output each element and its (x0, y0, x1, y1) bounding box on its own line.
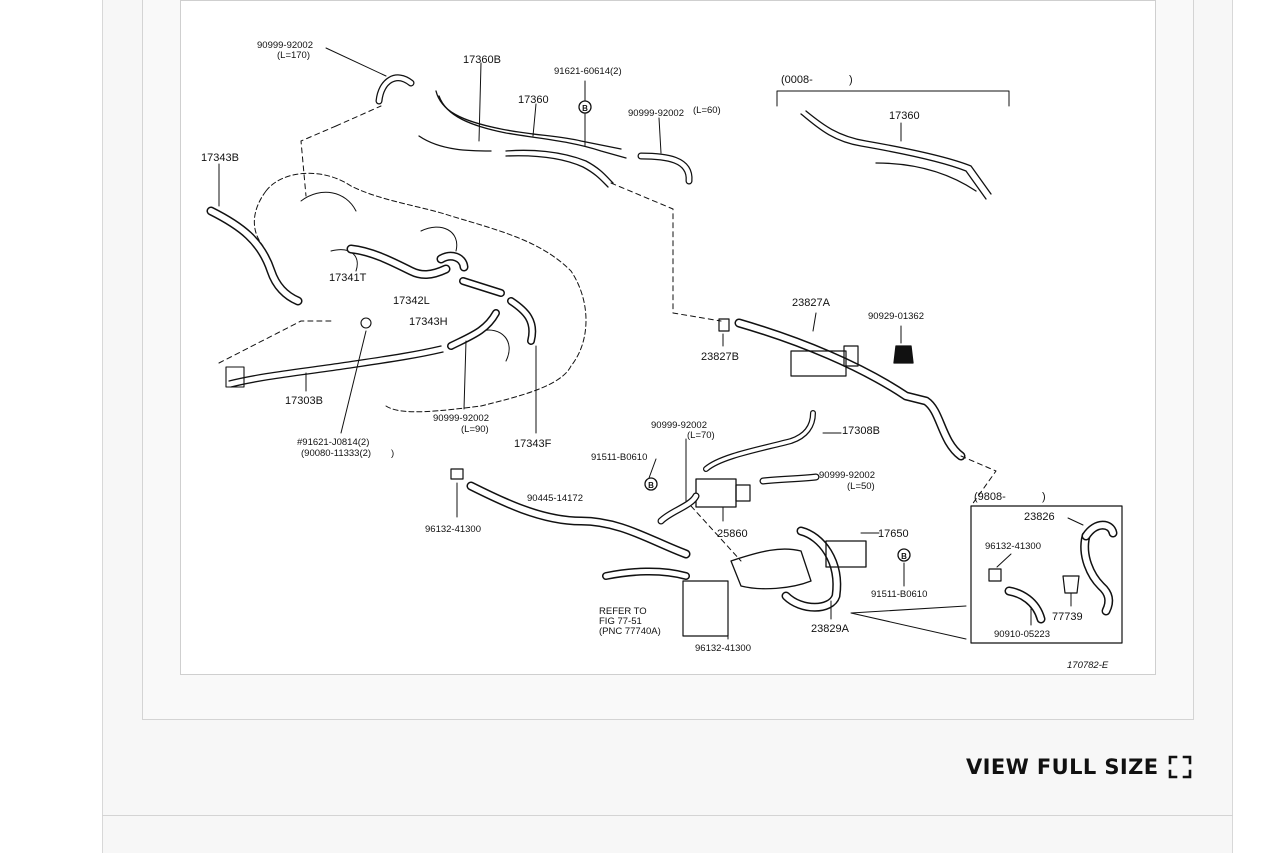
vsv-17650 (825, 540, 867, 568)
callout-9808: (9808- (974, 491, 1006, 503)
view-full-size-label: VIEW FULL SIZE (966, 755, 1159, 779)
callout-refer-to: REFER TO (599, 606, 647, 617)
callout-17650: 17650 (878, 528, 909, 540)
callout-25860: 25860 (717, 528, 748, 540)
vsv-bracket (790, 350, 847, 377)
svg-text:): ) (391, 448, 394, 459)
callout-l60: (L=60) (693, 105, 721, 116)
callout-0008: (0008- (781, 74, 813, 86)
callout-23827A: 23827A (792, 297, 831, 309)
pipe-17360 (505, 149, 614, 184)
callout-90999-92002-l170: 90999-92002 (257, 40, 313, 51)
callout-l170: (L=170) (277, 50, 310, 61)
callout-l50: (L=50) (847, 481, 875, 492)
callout-17341T: 17341T (329, 272, 367, 284)
bolt-marker-label: B (648, 481, 654, 490)
parts-diagram[interactable]: 90999-92002 (L=170) 17360B 91621-60614(2… (180, 0, 1156, 675)
pipe-17303B (228, 345, 442, 382)
view-full-size-button[interactable]: VIEW FULL SIZE (966, 752, 1193, 782)
callout-17360B: 17360B (463, 54, 501, 66)
callout-91621-J0814: #91621-J0814(2) (297, 437, 369, 448)
clamp-96132-41300 (450, 468, 464, 480)
pipe-17360-alt (800, 113, 987, 200)
callout-91621-60614: 91621-60614(2) (554, 66, 622, 77)
callout-23827B: 23827B (701, 351, 739, 363)
callout-17342L: 17342L (393, 295, 430, 307)
callout-17343B: 17343B (201, 152, 239, 164)
bolt-marker-label: B (582, 104, 588, 113)
vsv-25860 (695, 478, 737, 508)
callout-96132-41300-b: 96132-41300 (695, 643, 751, 654)
callout-90999-92002-l70: 90999-92002 (651, 420, 707, 431)
svg-text:): ) (1042, 491, 1046, 503)
hose-23826 (1080, 531, 1114, 616)
callout-17308B: 17308B (842, 425, 880, 437)
callout-23829A: 23829A (811, 623, 850, 635)
callout-90999-92002-l60: 90999-92002 (628, 108, 684, 119)
callout-90929-01362: 90929-01362 (868, 311, 924, 322)
clip-23827B (718, 318, 730, 332)
inset-9808 (970, 505, 1123, 644)
parts-diagram-drawing: 90999-92002 (L=170) 17360B 91621-60614(2… (201, 40, 1123, 671)
svg-text:): ) (849, 74, 853, 86)
callout-77739: 77739 (1052, 611, 1083, 623)
bolt-marker-label: B (901, 552, 907, 561)
callout-refer-fig: FIG 77-51 (599, 616, 642, 627)
callout-96132-41300-c: 96132-41300 (985, 541, 1041, 552)
expand-icon (1167, 754, 1193, 780)
callout-90910-05223: 90910-05223 (994, 629, 1050, 640)
hose-23829A (781, 526, 842, 612)
figure-code: 170782-E (1067, 660, 1109, 671)
callout-91511-B0610-b: 91511-B0610 (871, 589, 927, 600)
callout-l90: (L=90) (461, 424, 489, 435)
callout-17303B: 17303B (285, 395, 323, 407)
valve-77739 (1062, 575, 1080, 594)
bracket-0008 (776, 90, 1010, 107)
callout-90080-11333: (90080-11333(2) (301, 448, 371, 459)
callout-90445-14172: 90445-14172 (527, 493, 583, 504)
callout-17360-alt: 17360 (889, 110, 920, 122)
callout-17343H: 17343H (409, 316, 448, 328)
callout-90999-92002-l90: 90999-92002 (433, 413, 489, 424)
callout-l70: (L=70) (687, 430, 715, 441)
callout-96132-41300-a: 96132-41300 (425, 524, 481, 535)
section-divider (102, 815, 1233, 816)
callout-17360: 17360 (518, 94, 549, 106)
engine-outline (253, 172, 587, 413)
cap-90929-01362 (893, 345, 914, 364)
callout-91511-B0610-a: 91511-B0610 (591, 452, 647, 463)
callout-refer-pnc: (PNC 77740A) (599, 626, 661, 637)
callout-23826: 23826 (1024, 511, 1055, 523)
callout-17343F: 17343F (514, 438, 552, 450)
callout-90999-92002-l50: 90999-92002 (819, 470, 875, 481)
